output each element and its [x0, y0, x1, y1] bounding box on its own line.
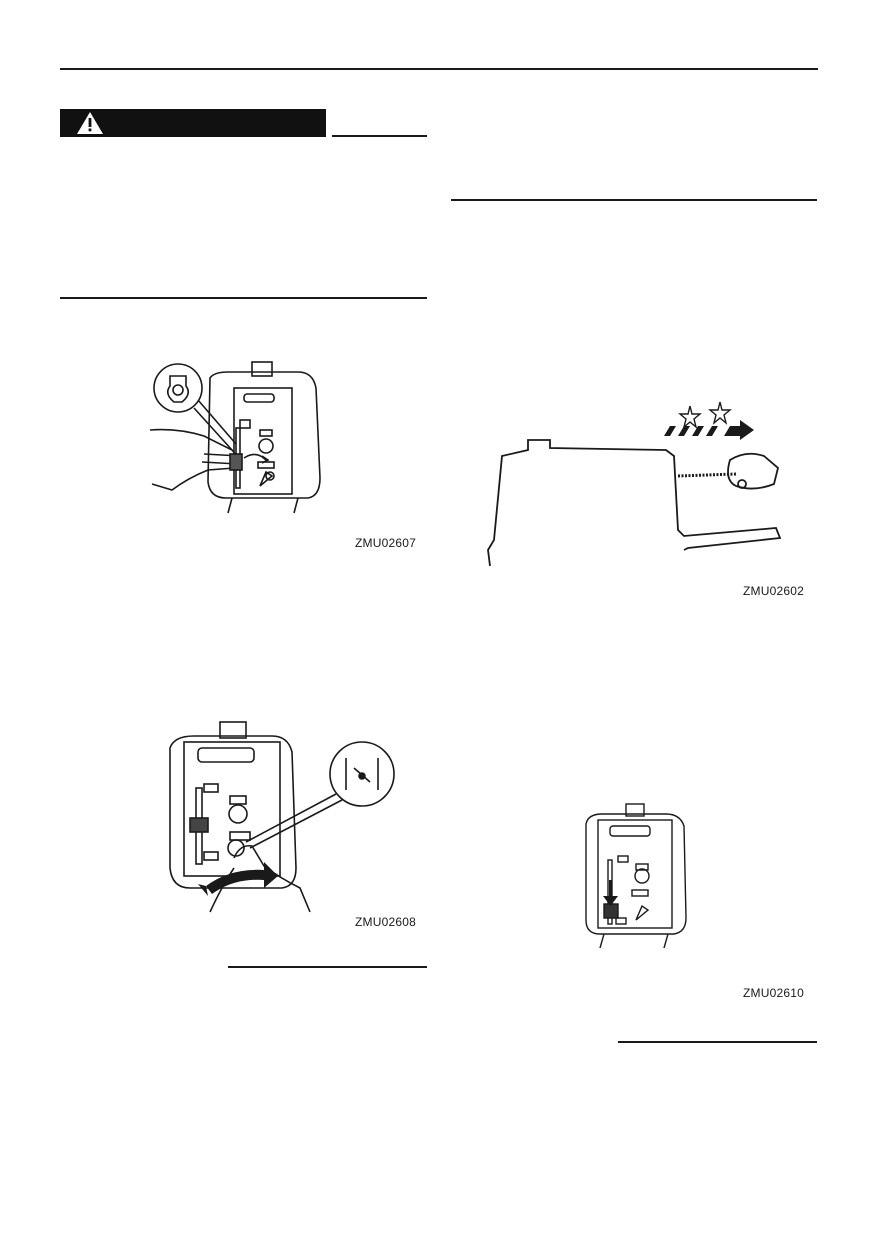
control-panel-knob-illustration: [169, 721, 395, 913]
warning-bar: [60, 109, 326, 137]
figure-starter-rope: [484, 400, 784, 568]
left-section-end-rule: [228, 966, 427, 968]
figure-control-panel-stop: [580, 800, 692, 950]
right-section-rule: [451, 199, 817, 201]
starter-rope-illustration: [487, 401, 782, 567]
figure-code: ZMU02607: [355, 536, 416, 550]
figure-code: ZMU02610: [743, 986, 804, 1000]
warning-triangle-icon: [77, 112, 103, 134]
right-section-end-rule: [618, 1041, 817, 1043]
warning-end-rule: [60, 297, 427, 299]
header-rule: [60, 68, 818, 70]
control-panel-lever-illustration: [149, 361, 321, 514]
control-panel-stop-illustration: [585, 803, 687, 949]
figure-control-panel-lever: [148, 358, 338, 518]
warning-bar-tail: [332, 135, 427, 137]
figure-code: ZMU02602: [743, 584, 804, 598]
figure-control-panel-knob: [160, 718, 416, 914]
figure-code: ZMU02608: [355, 915, 416, 929]
